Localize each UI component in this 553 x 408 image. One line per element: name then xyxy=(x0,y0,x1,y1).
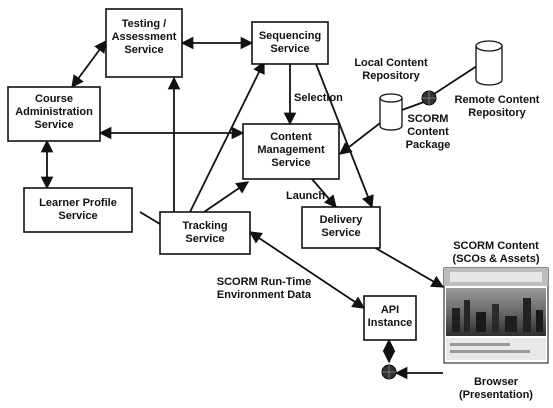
browser-label: Browser(Presentation) xyxy=(459,376,533,401)
course-admin-label-1: Course xyxy=(35,93,73,105)
edge-remote-package xyxy=(433,63,481,95)
api-label-1: API xyxy=(381,304,399,316)
edge-tracking-learner-profile xyxy=(139,211,161,225)
browser-package-globe-icon xyxy=(381,364,397,380)
selection-label: Selection xyxy=(294,92,343,104)
course-admin-label-2: Administration xyxy=(15,106,93,118)
content-mgmt-label-2: Management xyxy=(257,144,325,156)
edges xyxy=(40,36,481,380)
content-mgmt-label-3: Service xyxy=(271,157,310,169)
learner-profile-label-1: Learner Profile xyxy=(39,197,117,209)
course-admin-label-3: Service xyxy=(34,119,73,131)
edge-tracking-content-mgmt xyxy=(203,181,250,213)
scorm-content-label: SCORM Content(SCOs & Assets) xyxy=(452,240,539,265)
launch-label: Launch xyxy=(286,190,325,202)
scorm-package-globe-icon xyxy=(421,90,437,106)
remote-repository-cylinder-icon xyxy=(475,40,503,86)
learner-profile-label-2: Service xyxy=(58,210,97,222)
api-label-2: Instance xyxy=(368,317,413,329)
local-repository-cylinder-icon xyxy=(379,93,403,131)
sequencing-label-2: Service xyxy=(270,43,309,55)
testing-label-3: Service xyxy=(124,44,163,56)
edge-content-mgmt-delivery xyxy=(311,178,337,208)
edge-tracking-sequencing xyxy=(189,60,265,213)
edge-package-local xyxy=(401,101,425,111)
delivery-label-2: Service xyxy=(321,227,360,239)
edge-course-admin-testing xyxy=(71,39,107,89)
edge-local-content-mgmt xyxy=(339,119,385,155)
content-mgmt-label-1: Content xyxy=(270,131,312,143)
testing-label-2: Assessment xyxy=(112,31,177,43)
scorm-content-screenshot xyxy=(443,267,549,364)
edge-sequencing-delivery xyxy=(315,63,374,209)
tracking-label-1: Tracking xyxy=(182,220,227,232)
sequencing-label-1: Sequencing xyxy=(259,30,321,42)
edge-tracking-api xyxy=(248,231,366,309)
edge-delivery-scorm-content xyxy=(371,245,445,288)
delivery-label-1: Delivery xyxy=(320,214,364,226)
tracking-label-2: Service xyxy=(185,233,224,245)
testing-label-1: Testing / xyxy=(122,18,166,30)
